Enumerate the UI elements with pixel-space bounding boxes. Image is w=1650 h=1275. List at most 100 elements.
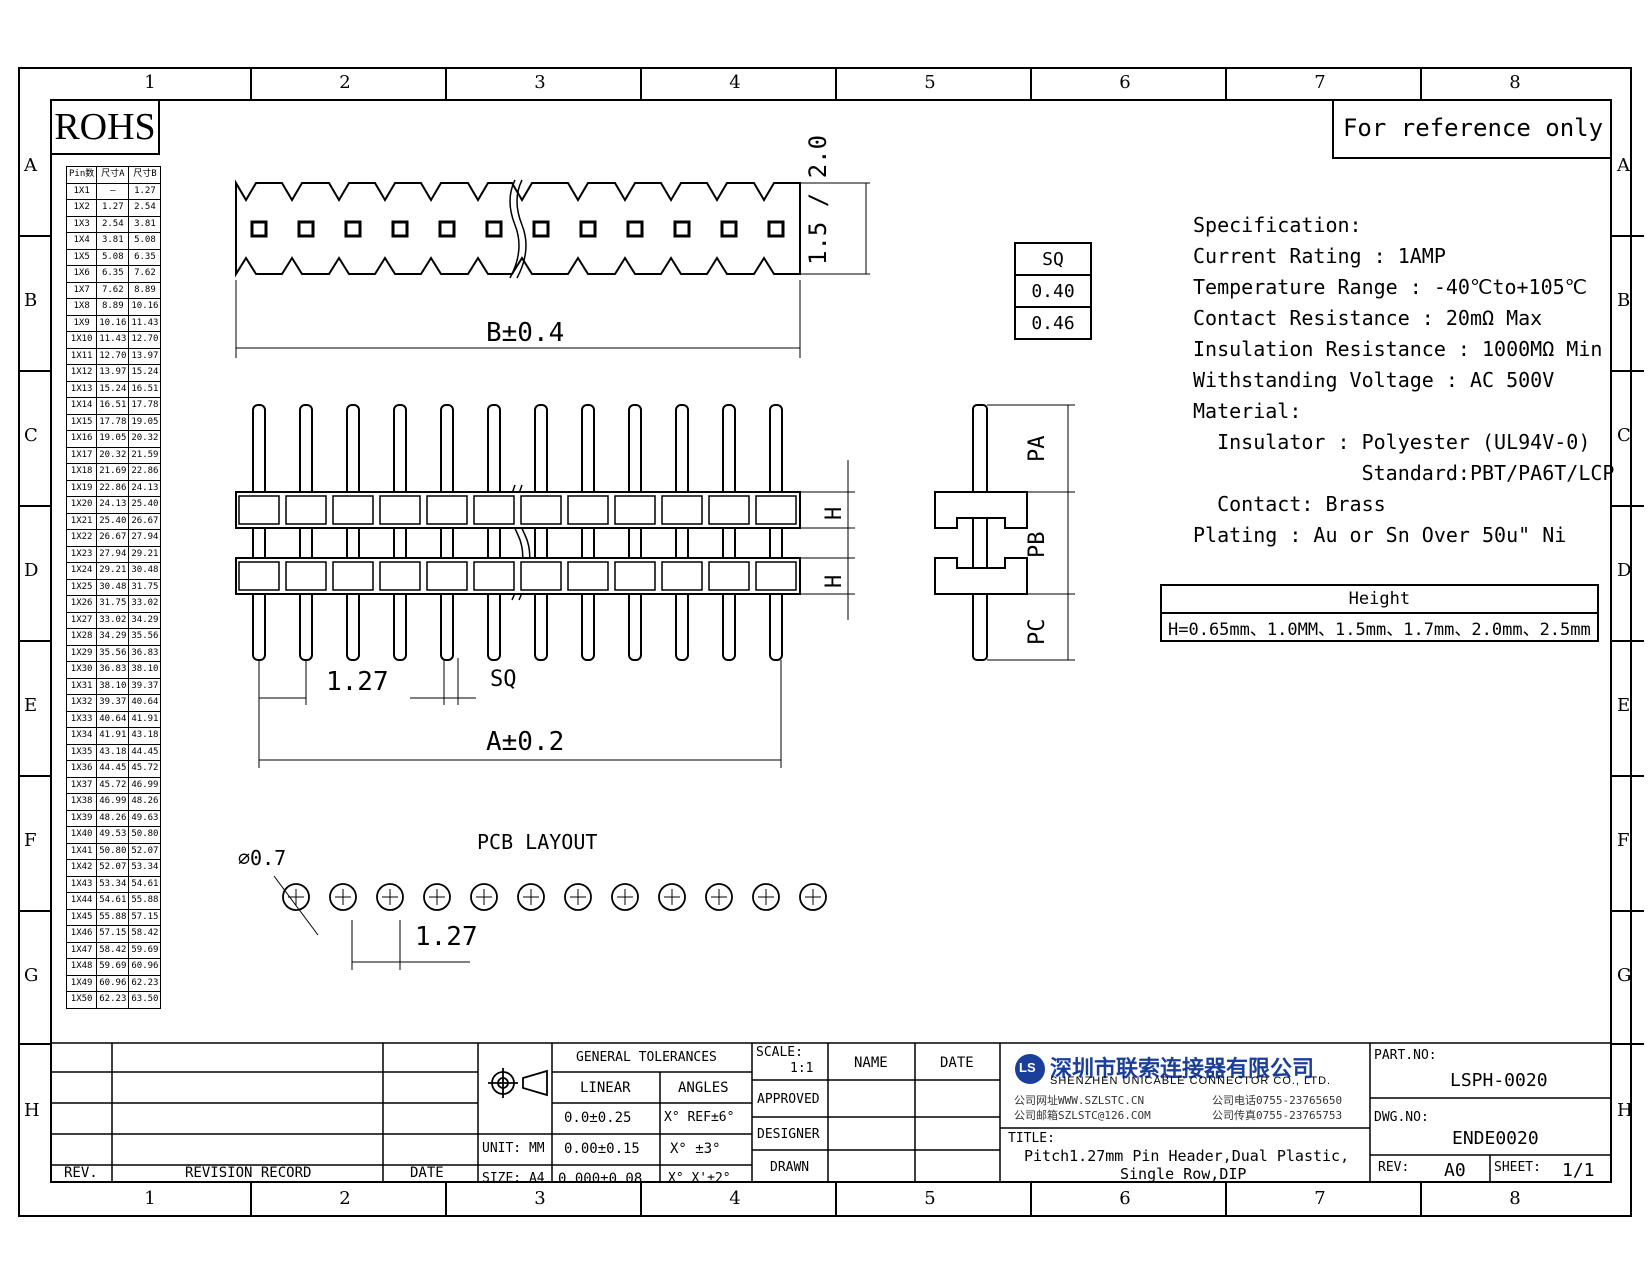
projection-symbol-icon (488, 1068, 548, 1098)
dim-h-lower: H (822, 574, 847, 588)
zone-divider (1612, 370, 1644, 372)
drawing-title-line1: Pitch1.27mm Pin Header,Dual Plastic, (1024, 1147, 1350, 1165)
housing-cell (426, 495, 468, 525)
pcb-hole (517, 883, 545, 911)
housing-cell (755, 561, 797, 591)
sheet-label: SHEET: (1494, 1160, 1541, 1175)
pin-square (438, 220, 456, 238)
sq-table-value: 0.40 (1014, 274, 1092, 308)
table-cell: 1X17 (65, 446, 98, 464)
tolerance-linear: 0.000±0.08 (558, 1171, 643, 1187)
sq-table: SQ 0.40 0.46 (1014, 242, 1092, 340)
zone-column-label: 2 (339, 1188, 351, 1209)
tolerance-linear: 0.0±0.25 (564, 1110, 632, 1126)
zone-column-label: 5 (924, 1188, 936, 1209)
company-email: 公司邮箱SZLSTC@126.COM (1014, 1109, 1151, 1122)
height-table: Height H=0.65mm、1.0MM、1.5mm、1.7mm、2.0mm、… (1160, 584, 1599, 642)
zone-column-label: 1 (144, 72, 156, 93)
dim-side-height: 1.5 / 2.0 (804, 134, 832, 265)
size-label: SIZE: A4 (482, 1171, 545, 1186)
zone-row-label: B (24, 290, 38, 311)
company-logo-icon (1015, 1054, 1045, 1084)
pin (628, 404, 642, 661)
zone-row-label: H (24, 1100, 40, 1121)
housing-cell (614, 561, 656, 591)
table-cell: 57.15 (128, 908, 162, 926)
pcb-hole (564, 883, 592, 911)
pcb-hole (376, 883, 404, 911)
table-cell: 36.83 (128, 644, 162, 662)
housing-cell (238, 495, 280, 525)
pin (534, 404, 548, 661)
table-cell: 20.32 (128, 430, 162, 448)
designer-label: DESIGNER (757, 1127, 820, 1142)
zone-column-label: 3 (534, 1188, 546, 1209)
zone-row-label: C (24, 425, 38, 446)
pin-square (344, 220, 362, 238)
pin (299, 404, 313, 661)
spec-line: Temperature Range : -40℃to+105℃ (1193, 275, 1588, 299)
name-label: NAME (854, 1055, 888, 1071)
unit-label: UNIT: MM (482, 1141, 545, 1156)
pin (346, 404, 360, 661)
dwg-no-value: ENDE0020 (1452, 1128, 1539, 1149)
table-row: 1X1—1.27 (65, 182, 162, 200)
zone-row-label: A (24, 155, 37, 176)
table-cell: 27.94 (128, 529, 162, 547)
zone-divider (1225, 1183, 1227, 1215)
housing-cell (379, 561, 421, 591)
zone-column-label: 7 (1314, 1188, 1326, 1209)
sheet-value: 1/1 (1562, 1160, 1595, 1181)
zone-row-label: D (1617, 560, 1632, 581)
housing-cell (238, 561, 280, 591)
pin-square (720, 220, 738, 238)
pin-square (485, 220, 503, 238)
table-cell: 3.81 (128, 215, 162, 233)
table-cell: 59.69 (128, 941, 162, 959)
pcb-layout-label: PCB LAYOUT (477, 830, 598, 854)
spec-line: Insulator : Polyester (UL94V-0) (1193, 430, 1591, 454)
pin-square (767, 220, 785, 238)
housing-cell (755, 495, 797, 525)
revision-record-label: REVISION RECORD (185, 1165, 312, 1181)
zone-column-label: 8 (1509, 72, 1521, 93)
zone-divider (1612, 910, 1644, 912)
tolerance-linear: 0.00±0.15 (564, 1141, 640, 1157)
zone-divider (1612, 1043, 1644, 1045)
zone-divider (1030, 1183, 1032, 1215)
company-fax: 公司传真0755-23765753 (1212, 1109, 1343, 1122)
dim-pa: PA (1025, 435, 1050, 463)
zone-row-label: A (1617, 155, 1630, 176)
housing-cell (567, 561, 609, 591)
part-no-value: LSPH-0020 (1450, 1070, 1548, 1091)
zone-row-label: G (1617, 965, 1632, 986)
pcb-hole (470, 883, 498, 911)
housing-cell (473, 561, 515, 591)
zone-divider (1225, 67, 1227, 99)
linear-label: LINEAR (580, 1080, 631, 1096)
date-label: DATE (410, 1165, 444, 1181)
table-cell: 1X25 (65, 578, 98, 596)
table-cell: 1X49 (65, 974, 98, 992)
approved-label: APPROVED (757, 1092, 820, 1107)
zone-divider (250, 67, 252, 99)
pin-square (626, 220, 644, 238)
pcb-hole (752, 883, 780, 911)
housing-cell (708, 561, 750, 591)
dwg-no-label: DWG.NO: (1374, 1110, 1429, 1125)
spec-line: Insulation Resistance : 1000MΩ Min (1193, 337, 1603, 361)
zone-column-label: 8 (1509, 1188, 1521, 1209)
housing-cell (614, 495, 656, 525)
scale-label: SCALE: (756, 1045, 803, 1060)
